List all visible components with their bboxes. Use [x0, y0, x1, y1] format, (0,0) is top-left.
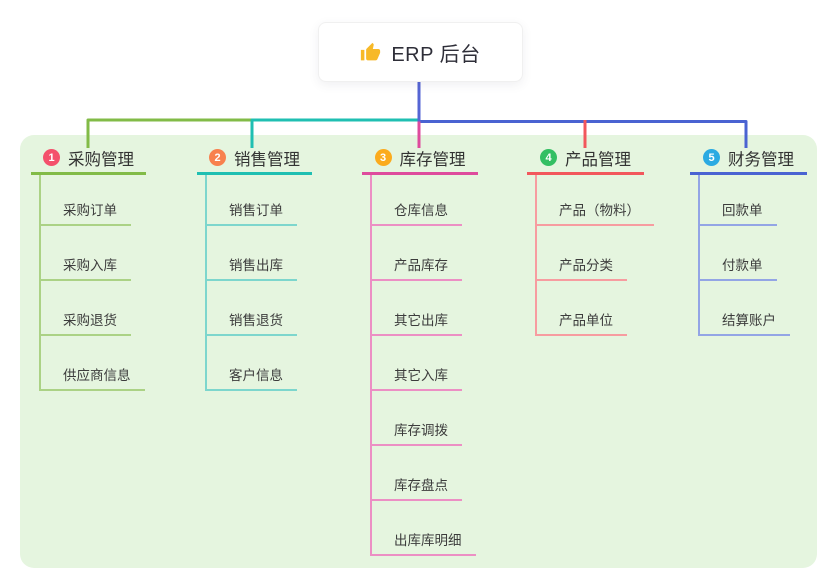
branch-label: 库存管理 [399, 150, 466, 169]
child-node[interactable]: 销售订单 [207, 175, 297, 226]
child-label: 销售订单 [229, 203, 283, 218]
child-node[interactable]: 产品库存 [372, 226, 462, 281]
branch-children: 销售订单销售出库销售退货客户信息 [205, 175, 312, 391]
branch-children: 回款单付款单结算账户 [698, 175, 807, 336]
branch-3: 3 库存管理仓库信息产品库存其它出库其它入库库存调拨库存盘点出库库明细 [362, 146, 478, 556]
child-node[interactable]: 回款单 [700, 175, 777, 226]
branch-1: 1 采购管理采购订单采购入库采购退货供应商信息 [31, 146, 146, 391]
branch-label: 财务管理 [728, 150, 794, 169]
child-label: 库存调拨 [394, 423, 448, 438]
child-label: 其它入库 [394, 368, 448, 383]
child-node[interactable]: 产品分类 [537, 226, 627, 281]
child-node[interactable]: 采购订单 [41, 175, 131, 226]
child-label: 其它出库 [394, 313, 448, 328]
branch-number-badge: 1 [43, 149, 60, 166]
child-node[interactable]: 仓库信息 [372, 175, 462, 226]
branch-label: 采购管理 [68, 150, 134, 169]
branch-number-badge: 2 [209, 149, 226, 166]
branch-title[interactable]: 1 采购管理 [31, 146, 146, 175]
branch-children: 采购订单采购入库采购退货供应商信息 [39, 175, 146, 391]
branch-title[interactable]: 2 销售管理 [197, 146, 312, 175]
child-node[interactable]: 其它出库 [372, 281, 462, 336]
child-node[interactable]: 其它入库 [372, 336, 462, 391]
child-node[interactable]: 产品（物料） [537, 175, 654, 226]
branch-title[interactable]: 3 库存管理 [362, 146, 478, 175]
child-label: 回款单 [722, 203, 763, 218]
branch-5: 5 财务管理回款单付款单结算账户 [690, 146, 807, 336]
branch-4: 4 产品管理产品（物料） 产品分类产品单位 [527, 146, 654, 336]
root-node[interactable]: ERP 后台 [318, 22, 523, 82]
child-label: 供应商信息 [63, 368, 131, 383]
child-label: 库存盘点 [394, 478, 448, 493]
child-label: 产品（物料） [559, 203, 640, 218]
child-node[interactable]: 产品单位 [537, 281, 627, 336]
child-node[interactable]: 付款单 [700, 226, 777, 281]
branch-number-badge: 3 [374, 149, 392, 166]
branch-title[interactable]: 5 财务管理 [690, 146, 807, 175]
child-label: 付款单 [722, 258, 763, 273]
branch-number-badge: 4 [540, 149, 557, 166]
child-label: 客户信息 [229, 368, 283, 383]
child-label: 采购退货 [63, 313, 117, 328]
branch-children: 仓库信息产品库存其它出库其它入库库存调拨库存盘点出库库明细 [370, 175, 478, 556]
child-node[interactable]: 客户信息 [207, 336, 297, 391]
child-label: 产品单位 [559, 313, 613, 328]
child-node[interactable]: 库存盘点 [372, 446, 462, 501]
child-label: 销售退货 [229, 313, 283, 328]
branch-2: 2 销售管理销售订单销售出库销售退货客户信息 [197, 146, 312, 391]
child-label: 结算账户 [722, 313, 776, 328]
child-label: 出库库明细 [394, 533, 462, 548]
child-label: 采购订单 [63, 203, 117, 218]
child-label: 产品分类 [559, 258, 613, 273]
branch-number-badge: 5 [703, 149, 720, 166]
child-node[interactable]: 销售出库 [207, 226, 297, 281]
child-node[interactable]: 采购退货 [41, 281, 131, 336]
root-label: ERP 后台 [391, 43, 481, 66]
child-label: 产品库存 [394, 258, 448, 273]
child-label: 销售出库 [229, 258, 283, 273]
child-label: 采购入库 [63, 258, 117, 273]
branch-label: 产品管理 [565, 150, 631, 169]
child-node[interactable]: 库存调拨 [372, 391, 462, 446]
child-node[interactable]: 销售退货 [207, 281, 297, 336]
thumbs-up-icon [360, 42, 381, 63]
child-label: 仓库信息 [394, 203, 448, 218]
child-node[interactable]: 采购入库 [41, 226, 131, 281]
child-node[interactable]: 供应商信息 [41, 336, 145, 391]
child-node[interactable]: 出库库明细 [372, 501, 476, 556]
branch-label: 销售管理 [234, 150, 300, 169]
branch-title[interactable]: 4 产品管理 [527, 146, 644, 175]
branches-panel [20, 135, 817, 568]
child-node[interactable]: 结算账户 [700, 281, 790, 336]
branch-children: 产品（物料） 产品分类产品单位 [535, 175, 654, 336]
